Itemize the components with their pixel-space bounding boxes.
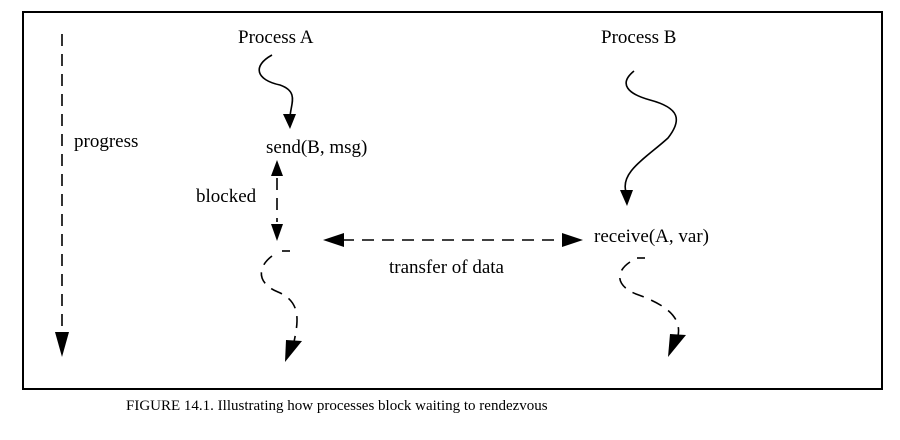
transfer-arrow bbox=[323, 233, 583, 247]
figure-frame bbox=[22, 11, 883, 390]
process-a-resume-arrow bbox=[260, 250, 302, 362]
receive-call-label: receive(A, var) bbox=[594, 226, 709, 247]
process-b-resume-arrow bbox=[619, 257, 686, 357]
transfer-label: transfer of data bbox=[389, 257, 505, 278]
progress-label: progress bbox=[74, 131, 138, 152]
process-b-label: Process B bbox=[601, 27, 676, 48]
blocked-arrow bbox=[271, 160, 283, 241]
figure-caption: FIGURE 14.1. Illustrating how processes … bbox=[126, 398, 548, 414]
process-b-execution-arrow bbox=[620, 70, 678, 206]
process-a-label: Process A bbox=[238, 27, 314, 48]
process-a-execution-arrow bbox=[258, 54, 296, 129]
blocked-label: blocked bbox=[196, 186, 257, 207]
progress-arrow bbox=[55, 34, 69, 357]
send-call-label: send(B, msg) bbox=[266, 137, 367, 158]
